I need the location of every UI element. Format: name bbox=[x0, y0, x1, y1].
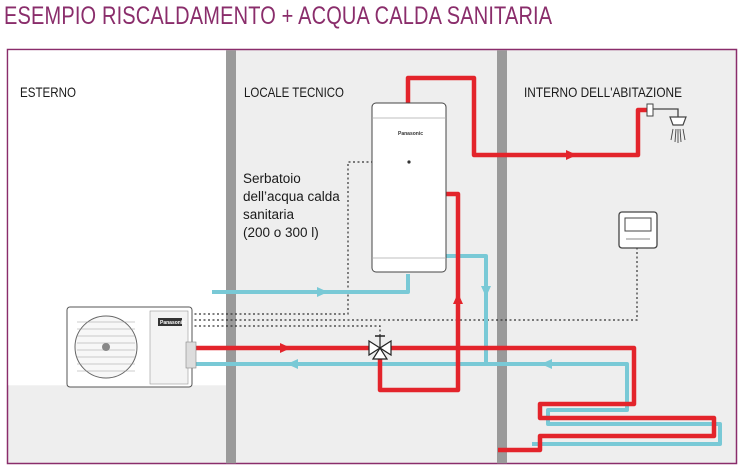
hot-pipe-tank-coil bbox=[377, 191, 461, 393]
hot-water-tank: Panasonic bbox=[371, 102, 447, 273]
flow-arrow bbox=[481, 286, 491, 297]
flow-arrow bbox=[280, 343, 291, 353]
zone-label-outside: ESTERNO bbox=[20, 84, 76, 100]
tank-sensor-line bbox=[190, 161, 408, 315]
hot-pipe-heating-main bbox=[389, 345, 717, 453]
tank-label-line: (200 o 300 l) bbox=[243, 225, 319, 240]
shower-icon bbox=[646, 103, 687, 143]
wall-left bbox=[226, 50, 236, 464]
page-title: ESEMPIO RISCALDAMENTO + ACQUA CALDA SANI… bbox=[4, 2, 553, 30]
flow-arrow bbox=[541, 359, 552, 369]
wall-right bbox=[497, 50, 507, 464]
valve-icon bbox=[368, 335, 392, 360]
zone-label-technical-room: LOCALE TECNICO bbox=[244, 84, 344, 100]
zone-label-inside: INTERNO DELL'ABITAZIONE bbox=[524, 84, 682, 100]
thermostat-line bbox=[190, 247, 638, 321]
tank-brand-label: Panasonic bbox=[398, 131, 423, 137]
outdoor-unit: Panasonic bbox=[66, 306, 197, 388]
hot-pipe-dhw-outlet bbox=[405, 75, 652, 158]
tank-label-line: dell’acqua calda bbox=[243, 189, 340, 204]
tank-label-line: Serbatoio bbox=[243, 171, 301, 186]
outdoor-brand-label: Panasonic bbox=[160, 320, 185, 326]
cold-pipe-tank-feed bbox=[212, 274, 410, 294]
flow-arrow bbox=[287, 359, 298, 369]
tank-label: Serbatoio dell’acqua calda sanitaria (20… bbox=[243, 171, 344, 240]
hot-pipes bbox=[195, 75, 717, 453]
flow-arrow bbox=[317, 287, 328, 297]
flow-arrow bbox=[566, 150, 577, 160]
thermostat-icon bbox=[618, 211, 658, 249]
control-lines bbox=[190, 161, 638, 338]
flow-arrows bbox=[280, 150, 577, 369]
tank-label-line: sanitaria bbox=[243, 207, 295, 222]
outdoor-brand-plate bbox=[158, 318, 182, 326]
tank-sensor bbox=[407, 160, 411, 164]
flow-arrow bbox=[453, 293, 463, 304]
valve-control-line bbox=[190, 325, 381, 338]
fan-icon bbox=[74, 315, 138, 379]
